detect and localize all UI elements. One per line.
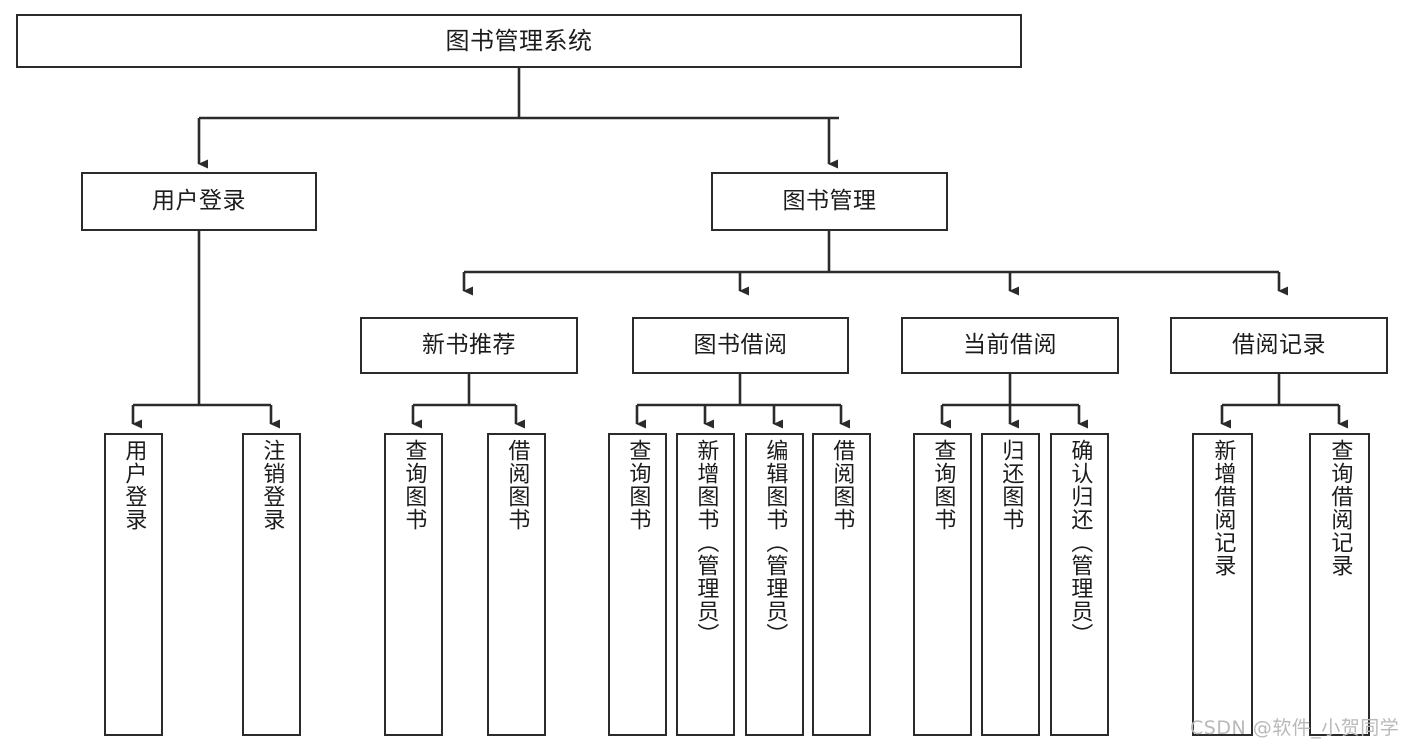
- node-leaf-edit-book[interactable]: 编辑图书（管理员）: [745, 433, 804, 736]
- node-current-borrow-label: 当前借阅: [963, 331, 1057, 358]
- node-root-label: 图书管理系统: [445, 26, 593, 55]
- node-leaf-return-book[interactable]: 归还图书: [981, 433, 1040, 736]
- node-book-borrow-label: 图书借阅: [693, 331, 788, 358]
- node-leaf-query-book-1[interactable]: 查询图书: [384, 433, 443, 736]
- node-book-manage-label: 图书管理: [782, 187, 877, 214]
- node-leaf-logout-label: 注销登录: [259, 439, 285, 531]
- node-leaf-query-book-3-label: 查询图书: [930, 439, 956, 531]
- node-leaf-query-record[interactable]: 查询借阅记录: [1309, 433, 1370, 736]
- node-leaf-query-record-label: 查询借阅记录: [1327, 439, 1353, 577]
- node-new-book-recommend[interactable]: 新书推荐: [360, 317, 578, 374]
- csdn-watermark: CSDN @软件_小贺同学: [1190, 717, 1400, 739]
- node-user-login[interactable]: 用户登录: [81, 172, 317, 231]
- node-user-login-label: 用户登录: [152, 187, 246, 214]
- node-leaf-edit-book-label: 编辑图书（管理员）: [762, 439, 788, 646]
- node-current-borrow[interactable]: 当前借阅: [901, 317, 1119, 374]
- node-leaf-borrow-book-2[interactable]: 借阅图书: [812, 433, 871, 736]
- node-new-book-recommend-label: 新书推荐: [422, 331, 516, 358]
- node-leaf-borrow-book-1-label: 借阅图书: [504, 439, 530, 531]
- node-leaf-confirm-return-label: 确认归还（管理员）: [1067, 439, 1093, 646]
- node-leaf-add-record[interactable]: 新增借阅记录: [1192, 433, 1253, 736]
- node-leaf-add-book[interactable]: 新增图书（管理员）: [676, 433, 735, 736]
- node-leaf-user-login[interactable]: 用户登录: [104, 433, 163, 736]
- node-borrow-record-label: 借阅记录: [1232, 331, 1326, 358]
- node-leaf-logout[interactable]: 注销登录: [242, 433, 301, 736]
- node-leaf-query-book-2[interactable]: 查询图书: [608, 433, 667, 736]
- node-leaf-borrow-book-2-label: 借阅图书: [829, 439, 855, 531]
- node-book-borrow[interactable]: 图书借阅: [632, 317, 849, 374]
- node-book-manage[interactable]: 图书管理: [711, 172, 948, 231]
- node-leaf-confirm-return[interactable]: 确认归还（管理员）: [1050, 433, 1109, 736]
- node-leaf-query-book-3[interactable]: 查询图书: [913, 433, 972, 736]
- node-leaf-query-book-2-label: 查询图书: [625, 439, 651, 531]
- node-borrow-record[interactable]: 借阅记录: [1170, 317, 1388, 374]
- node-leaf-borrow-book-1[interactable]: 借阅图书: [487, 433, 546, 736]
- node-leaf-add-book-label: 新增图书（管理员）: [693, 439, 719, 646]
- node-leaf-add-record-label: 新增借阅记录: [1210, 439, 1236, 577]
- node-root[interactable]: 图书管理系统: [16, 14, 1022, 68]
- node-leaf-query-book-1-label: 查询图书: [401, 439, 427, 531]
- node-leaf-return-book-label: 归还图书: [998, 439, 1024, 531]
- node-leaf-user-login-label: 用户登录: [121, 439, 147, 531]
